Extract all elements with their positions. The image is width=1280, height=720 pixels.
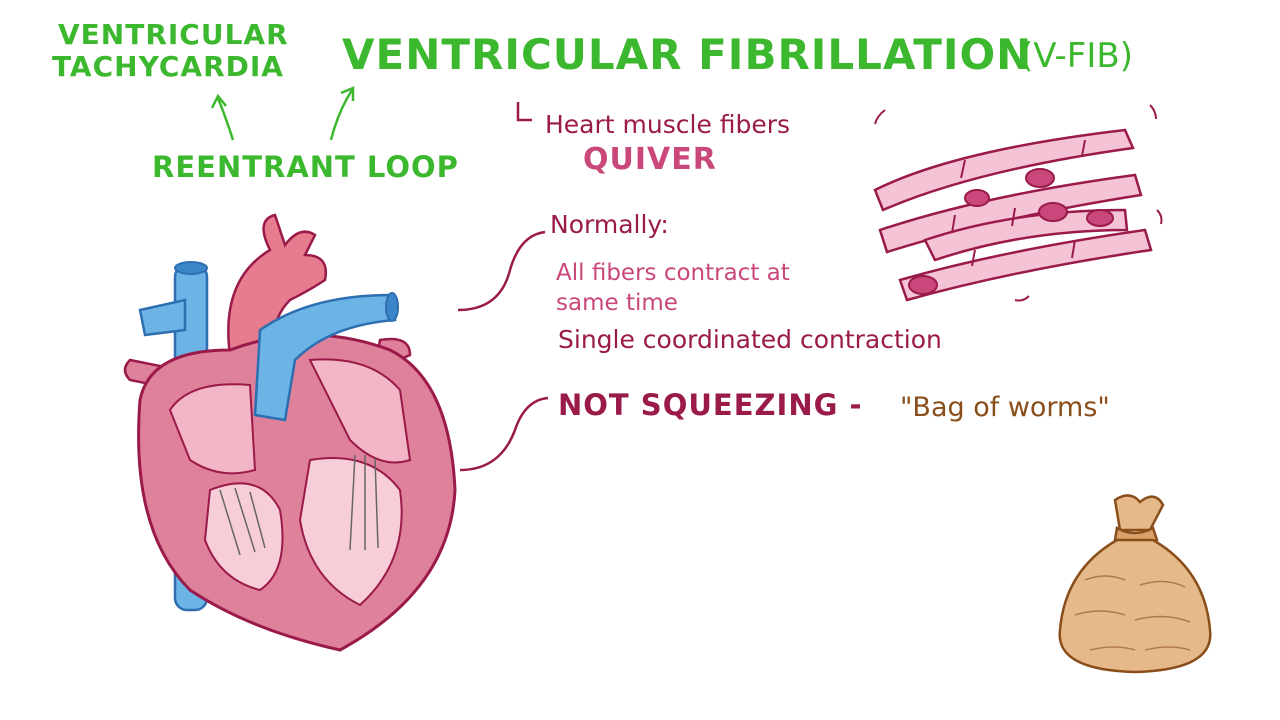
- bracket-icon: [459, 396, 549, 472]
- vtach-label-line1: VENTRICULAR: [58, 18, 289, 51]
- arrow-icon: [340, 86, 355, 101]
- arrow-icon: [210, 93, 227, 109]
- vtach-label-line2: TACHYCARDIA: [52, 50, 284, 83]
- quiver-label: QUIVER: [583, 142, 717, 177]
- bag-of-worms-label: "Bag of worms": [900, 392, 1110, 423]
- heart-muscle-label: Heart muscle fibers: [545, 110, 791, 139]
- arrow-icon: [216, 97, 235, 141]
- muscle-fibers-illustration: [873, 104, 1163, 302]
- all-fibers-line2: same time: [556, 290, 678, 316]
- all-fibers-line1: All fibers contract at: [556, 260, 790, 286]
- heart-illustration: [123, 213, 457, 652]
- bag-illustration: [1058, 494, 1212, 674]
- normally-label: Normally:: [550, 210, 669, 239]
- bracket-icon: [457, 230, 546, 312]
- not-squeezing-label: NOT SQUEEZING -: [558, 388, 863, 422]
- title-abbreviation: (V-FIB): [1020, 36, 1133, 76]
- bracket-icon: [516, 102, 532, 122]
- page-title: VENTRICULAR FIBRILLATION: [342, 30, 1033, 79]
- arrow-icon: [329, 89, 354, 141]
- reentrant-loop-label: REENTRANT LOOP: [152, 150, 459, 184]
- single-contraction-label: Single coordinated contraction: [558, 325, 942, 354]
